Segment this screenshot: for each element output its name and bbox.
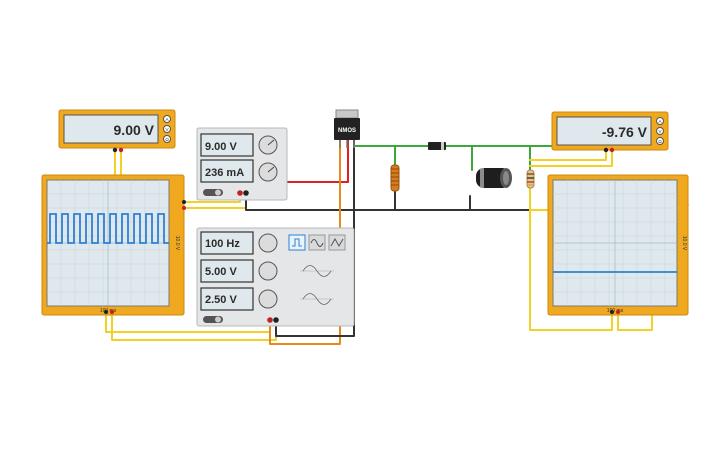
nmos-transistor[interactable]: NMOS bbox=[334, 109, 360, 148]
mosfet-label: NMOS bbox=[338, 128, 356, 134]
psu-voltage-display: 9.00 V bbox=[205, 141, 237, 153]
fg-amplitude-display: 5.00 V bbox=[205, 266, 237, 278]
inductor[interactable] bbox=[390, 164, 400, 192]
fg-offset-knob[interactable] bbox=[258, 289, 278, 309]
scope-right-timebase: 100 ms bbox=[607, 308, 624, 314]
mode-ohm: Ω bbox=[165, 137, 169, 142]
fg-frequency-knob[interactable] bbox=[258, 233, 278, 253]
oscilloscope-right[interactable]: 100 ms 10.0 V bbox=[547, 174, 689, 316]
svg-text:A: A bbox=[658, 119, 661, 124]
psu-negative-terminal[interactable] bbox=[243, 190, 249, 196]
multimeter-right[interactable]: -9.76 V A V Ω bbox=[551, 111, 669, 153]
fg-offset-display: 2.50 V bbox=[205, 294, 237, 306]
psu-positive-terminal[interactable] bbox=[237, 190, 243, 196]
svg-text:Ω: Ω bbox=[658, 139, 662, 144]
svg-text:V: V bbox=[658, 129, 661, 134]
oscilloscope-left[interactable]: 100 ms 10.0 V bbox=[41, 174, 186, 316]
scope-left-square-trace bbox=[47, 213, 169, 244]
multimeter-left[interactable]: 9.00 V A V Ω bbox=[58, 109, 176, 153]
multimeter-right-reading: -9.76 V bbox=[602, 124, 648, 140]
multimeter-left-reading: 9.00 V bbox=[114, 122, 155, 138]
fg-frequency-display: 100 Hz bbox=[205, 238, 240, 250]
electrolytic-capacitor[interactable] bbox=[476, 168, 512, 188]
scope-left-timebase: 100 ms bbox=[100, 308, 117, 314]
square-wave-icon[interactable] bbox=[288, 234, 306, 251]
mode-v: V bbox=[165, 127, 168, 132]
mode-a: A bbox=[165, 117, 168, 122]
resistor[interactable] bbox=[526, 169, 535, 189]
power-supply[interactable]: 9.00 V 236 mA bbox=[196, 127, 288, 201]
fg-amplitude-knob[interactable] bbox=[258, 261, 278, 281]
probe-terminal-black[interactable] bbox=[112, 147, 118, 153]
scope-left-scale: 10.0 V bbox=[174, 236, 180, 251]
fg-negative-terminal[interactable] bbox=[273, 317, 279, 323]
function-generator[interactable]: 100 Hz 5.00 V 2.50 V bbox=[196, 227, 355, 327]
probe-terminal-red[interactable] bbox=[118, 147, 124, 153]
diode[interactable] bbox=[428, 142, 446, 150]
fg-positive-terminal[interactable] bbox=[267, 317, 273, 323]
scope-right-scale: 10.0 V bbox=[681, 236, 687, 251]
psu-current-display: 236 mA bbox=[205, 167, 244, 179]
